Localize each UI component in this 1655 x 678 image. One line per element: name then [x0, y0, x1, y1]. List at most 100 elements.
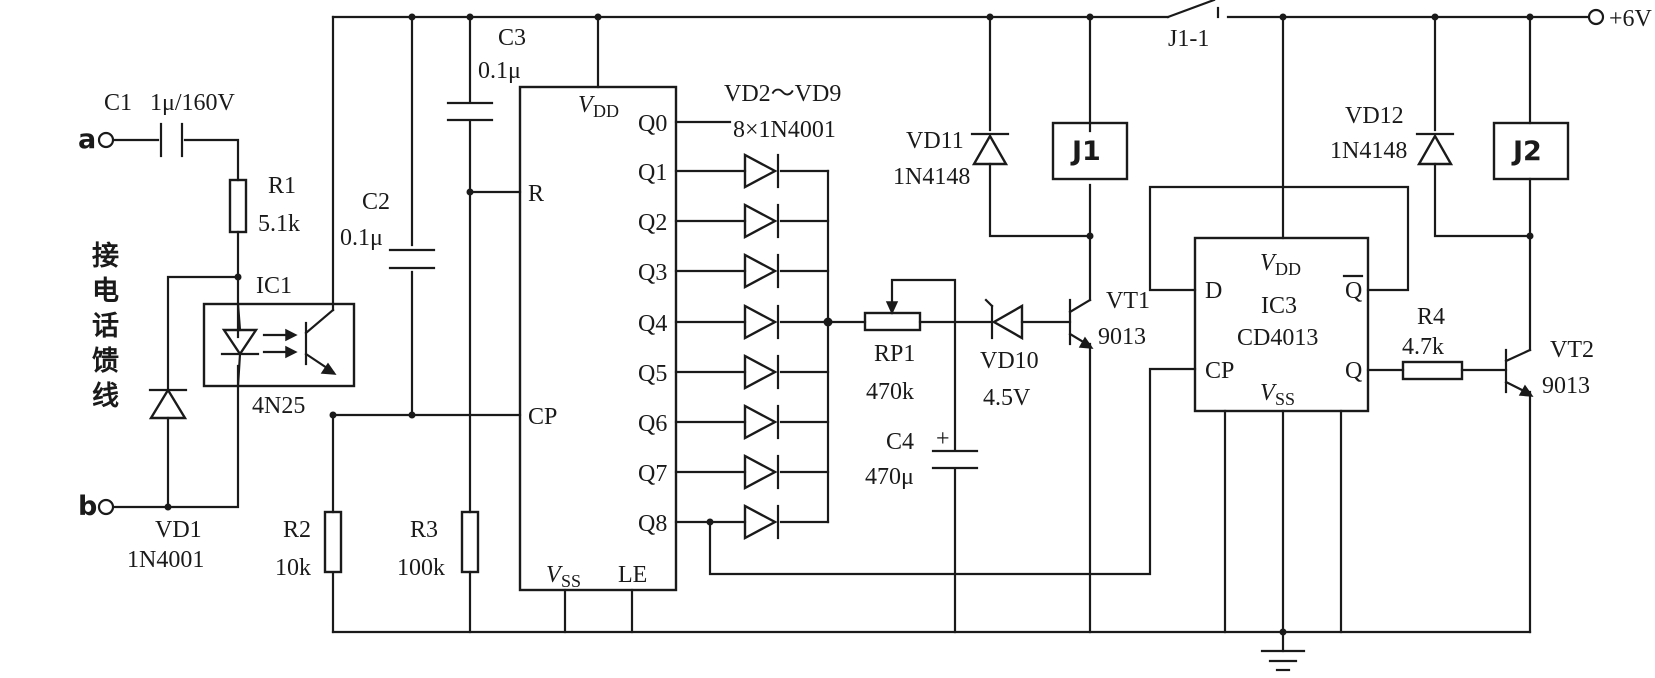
svg-text:LE: LE [618, 562, 647, 588]
relay-j1: J1 [1051, 121, 1129, 181]
resistor-r3: R3 100k [397, 510, 480, 581]
svg-text:1N4148: 1N4148 [893, 164, 970, 190]
svg-text:接: 接 [92, 241, 119, 272]
svg-text:SS: SS [1275, 389, 1295, 409]
svg-text:DD: DD [593, 101, 619, 121]
svg-text:RP1: RP1 [874, 341, 915, 367]
svg-text:Q1: Q1 [638, 160, 667, 186]
switch-j1-1: J1-1 [1166, 0, 1220, 52]
svg-text:电: 电 [92, 276, 119, 307]
ground-symbol [1260, 649, 1306, 672]
svg-text:V: V [1260, 380, 1277, 406]
svg-text:C4: C4 [886, 429, 914, 455]
svg-text:Q5: Q5 [638, 361, 667, 387]
svg-text:IC1: IC1 [256, 273, 292, 299]
resistor-r4: R4 4.7k [1401, 304, 1464, 381]
capacitor-c4: + C4 470μ [865, 426, 979, 490]
svg-text:R1: R1 [268, 173, 296, 199]
svg-text:9013: 9013 [1098, 324, 1146, 350]
side-label: 接 电 话 馈 线 [92, 241, 119, 412]
capacitor-c3: C3 0.1μ [446, 25, 526, 122]
svg-text:VT2: VT2 [1550, 337, 1594, 363]
diode-vd8 [743, 454, 780, 490]
svg-text:4.5V: 4.5V [983, 385, 1031, 411]
svg-text:a: a [78, 124, 96, 155]
svg-text:R: R [528, 181, 544, 207]
svg-text:V: V [1260, 250, 1277, 276]
ic3-flipflop: V DD D Q IC3 CD4013 CP Q V SS [1193, 236, 1370, 413]
diode-vd12: VD12 1N4148 [1330, 103, 1455, 166]
svg-text:SS: SS [561, 571, 581, 591]
svg-text:VD2～VD9: VD2～VD9 [724, 81, 841, 107]
svg-text:VD12: VD12 [1345, 103, 1404, 129]
svg-text:0.1μ: 0.1μ [478, 58, 521, 84]
svg-text:Q4: Q4 [638, 311, 667, 337]
svg-text:4N25: 4N25 [252, 393, 305, 419]
svg-text:4.7k: 4.7k [1402, 334, 1444, 360]
svg-text:R2: R2 [283, 517, 311, 543]
svg-text:J2: J2 [1511, 136, 1542, 167]
zener-vd10: VD10 4.5V [980, 298, 1039, 411]
diode-vd2 [743, 153, 780, 189]
resistor-r2: R2 10k [275, 510, 343, 581]
svg-text:C1: C1 [104, 90, 132, 116]
svg-text:线: 线 [92, 381, 119, 412]
svg-text:Q: Q [1345, 358, 1362, 384]
svg-text:J1: J1 [1070, 136, 1101, 167]
svg-text:VT1: VT1 [1106, 288, 1150, 314]
svg-text:馈: 馈 [92, 346, 119, 377]
svg-text:C2: C2 [362, 189, 390, 215]
relay-j2: J2 [1492, 121, 1570, 181]
svg-text:Q0: Q0 [638, 111, 667, 137]
svg-text:Q: Q [1345, 278, 1362, 304]
diode-vd9 [743, 504, 780, 540]
svg-text:C3: C3 [498, 25, 526, 51]
svg-text:Q2: Q2 [638, 210, 667, 236]
svg-text:Q8: Q8 [638, 511, 667, 537]
svg-text:8×1N4001: 8×1N4001 [733, 117, 836, 143]
capacitor-c2: C2 0.1μ [340, 189, 436, 270]
transistor-vt2: VT2 9013 [1504, 337, 1594, 399]
optocoupler-ic1: IC1 4N25 [202, 273, 356, 419]
svg-text:Q3: Q3 [638, 260, 667, 286]
svg-text:DD: DD [1275, 259, 1301, 279]
svg-text:Q7: Q7 [638, 461, 667, 487]
svg-text:VD1: VD1 [155, 517, 202, 543]
ic2-counter: V DD Q0 Q1 Q2 Q3 Q4 Q5 Q6 Q7 Q8 R CP V S… [518, 85, 678, 592]
svg-text:CP: CP [528, 404, 557, 430]
svg-text:V: V [546, 562, 563, 588]
svg-text:+: + [936, 426, 950, 452]
svg-text:R3: R3 [410, 517, 438, 543]
terminal-vplus: +6V [1587, 6, 1653, 32]
svg-text:CP: CP [1205, 358, 1234, 384]
transistor-vt1: VT1 9013 [1068, 288, 1150, 350]
diode-vd11: VD11 1N4148 [893, 128, 1010, 190]
svg-text:b: b [78, 491, 97, 522]
svg-text:470μ: 470μ [865, 464, 914, 490]
svg-text:10k: 10k [275, 555, 311, 581]
resistor-r1: R1 5.1k [228, 173, 300, 237]
svg-text:CD4013: CD4013 [1237, 325, 1318, 351]
svg-text:+6V: +6V [1609, 6, 1653, 32]
svg-text:1μ/160V: 1μ/160V [150, 90, 236, 116]
terminal-b: b [78, 491, 115, 522]
svg-text:VD10: VD10 [980, 348, 1039, 374]
svg-text:0.1μ: 0.1μ [340, 225, 383, 251]
diode-array-vd2-vd9: VD2～VD9 8×1N4001 [724, 81, 841, 540]
terminal-a: a [78, 124, 115, 155]
svg-text:J1-1: J1-1 [1168, 26, 1209, 52]
potentiometer-rp1: RP1 470k [863, 301, 922, 405]
svg-text:V: V [578, 92, 595, 118]
svg-text:IC3: IC3 [1261, 293, 1297, 319]
svg-text:1N4148: 1N4148 [1330, 138, 1407, 164]
diode-vd5 [743, 304, 780, 340]
svg-text:100k: 100k [397, 555, 445, 581]
diode-vd4 [743, 253, 780, 289]
diode-vd6 [743, 354, 780, 390]
junction-dots [164, 13, 1534, 636]
capacitor-c1: C1 1μ/160V [104, 90, 236, 158]
svg-text:Q6: Q6 [638, 411, 667, 437]
svg-text:D: D [1205, 278, 1222, 304]
diode-vd7 [743, 404, 780, 440]
